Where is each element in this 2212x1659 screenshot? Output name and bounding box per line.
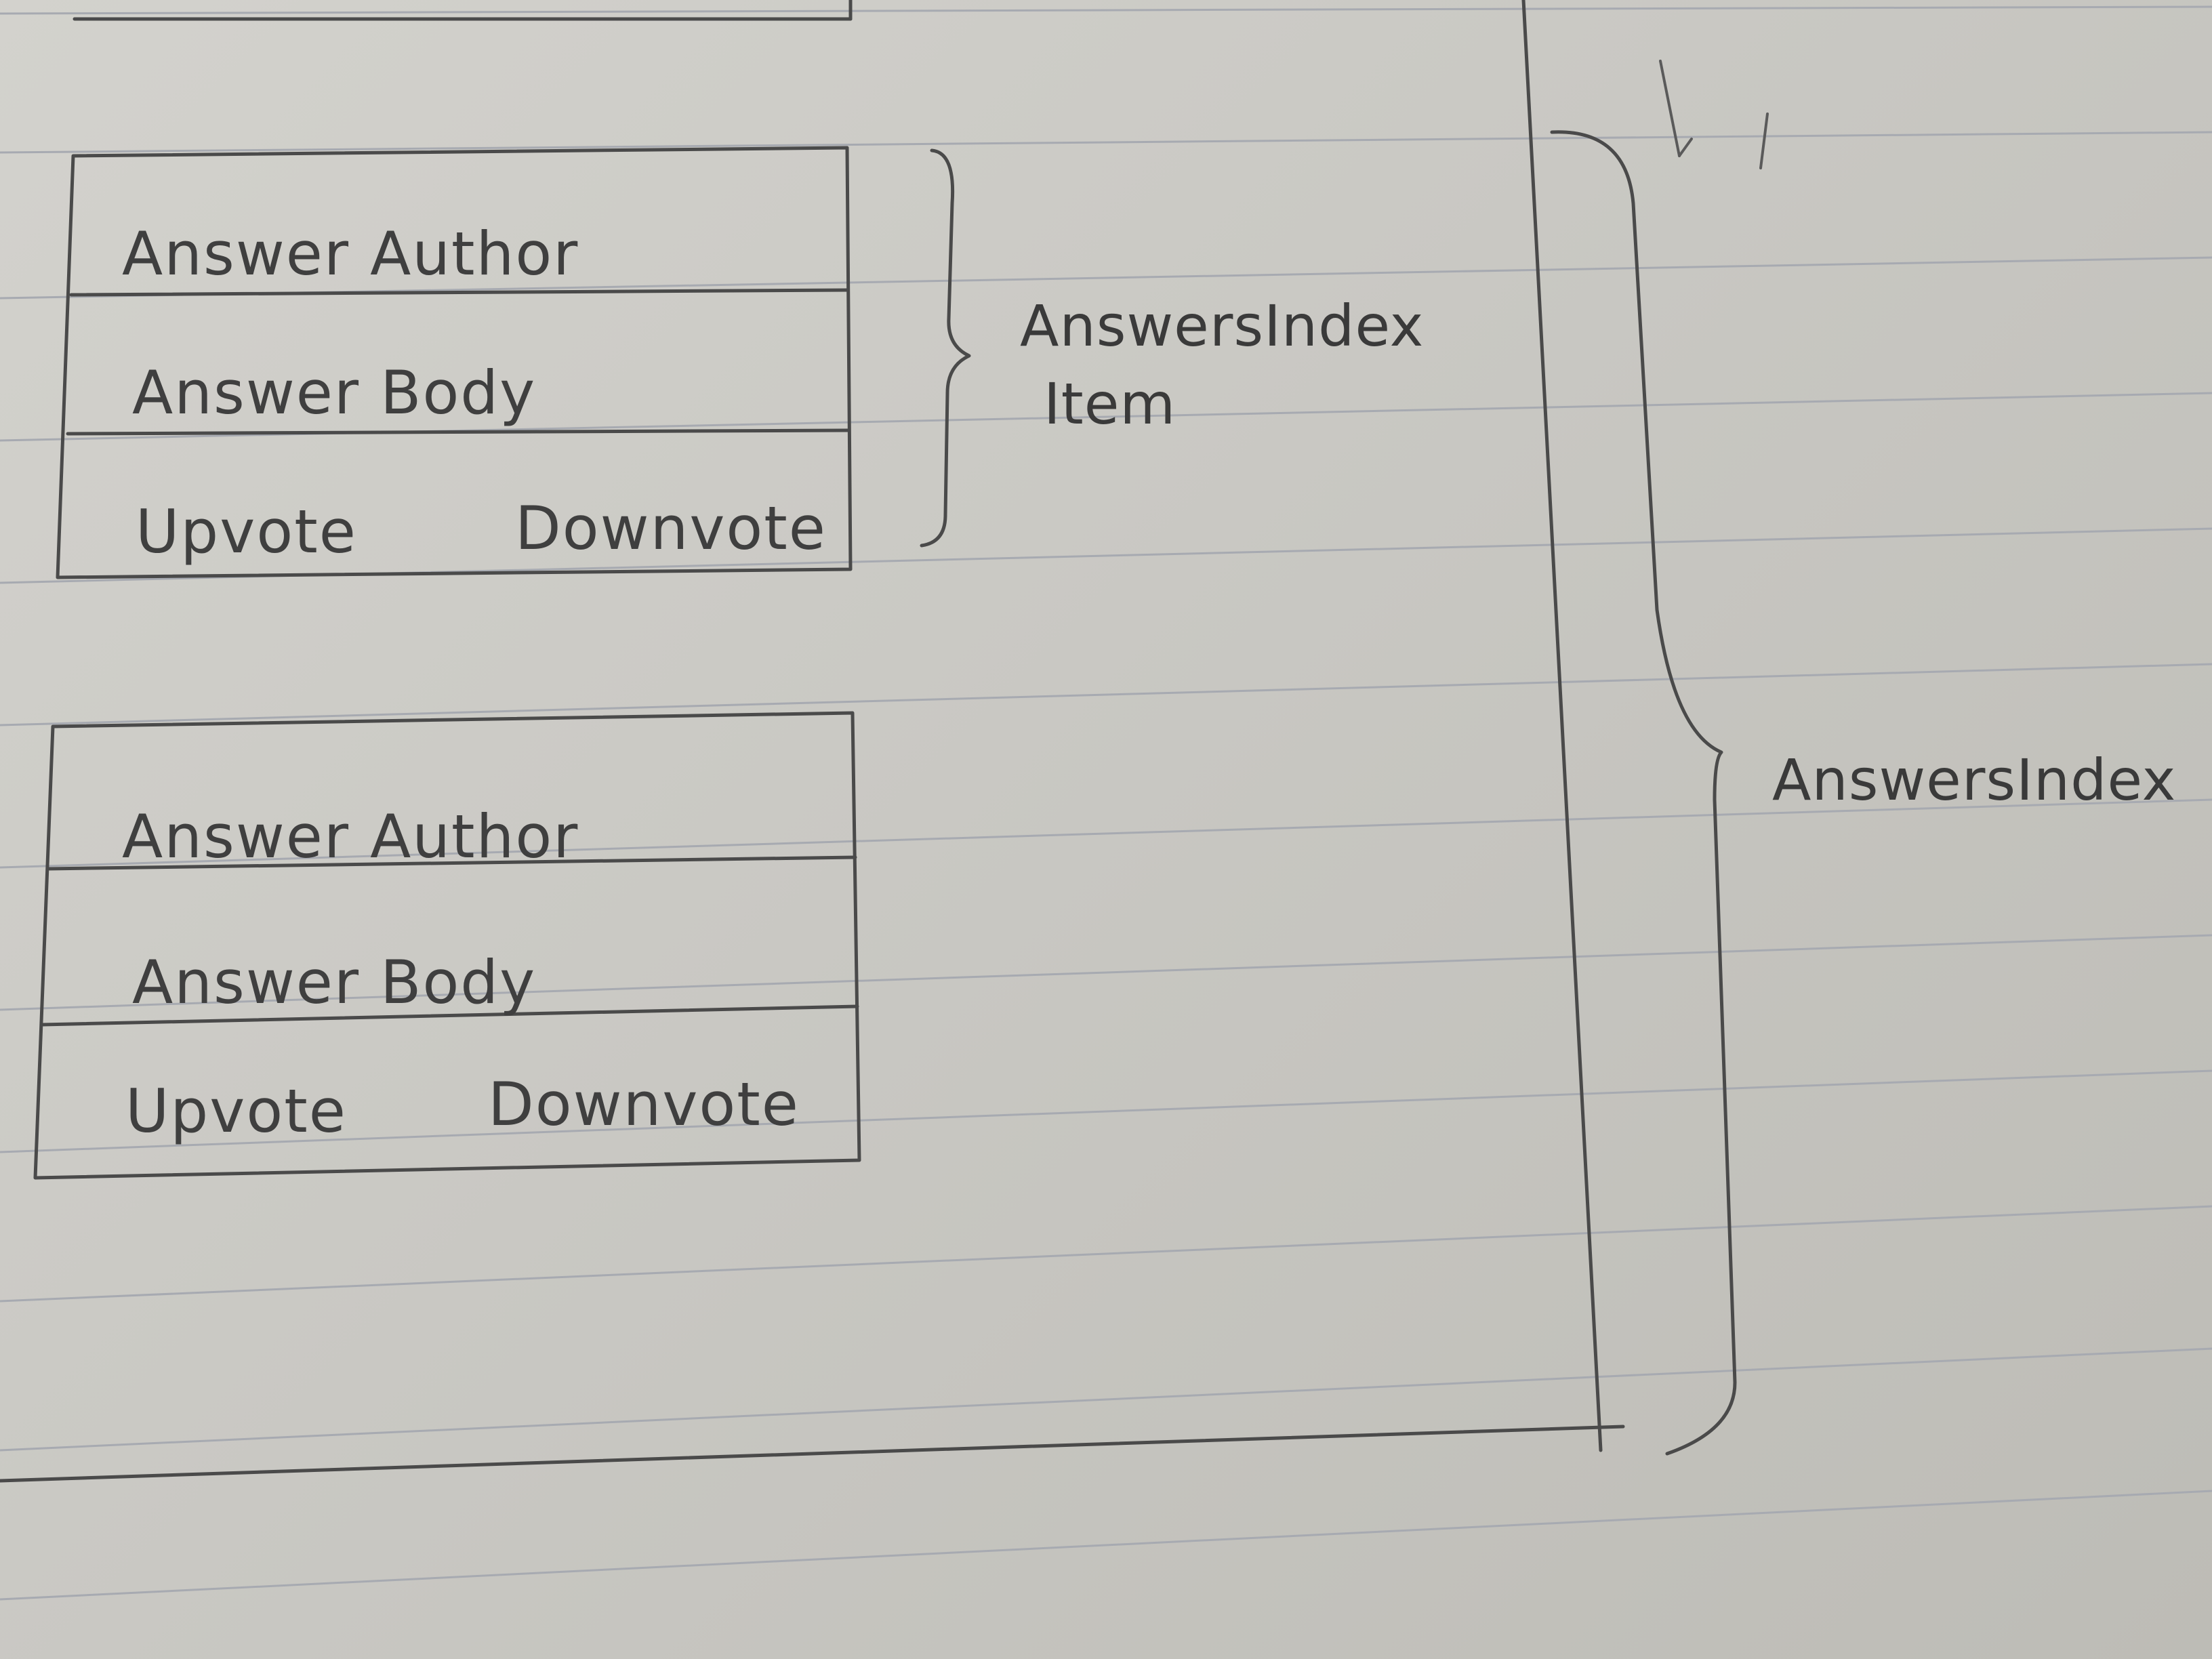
answer-item-box-2: [33, 711, 861, 1180]
answers-index-container: [0, 0, 1625, 1483]
answer-author-label-2: Answer Author: [122, 802, 579, 872]
item-curly-brace: [920, 148, 971, 548]
downvote-label-2: Downvote: [488, 1069, 800, 1139]
item-annotation-line1: AnswersIndex: [1020, 293, 1424, 359]
upvote-label-1: Upvote: [136, 497, 357, 567]
answer-author-label-1: Answer Author: [122, 219, 579, 289]
answer-body-label-1: Answer Body: [132, 358, 536, 428]
answer-body-label-2: Answer Body: [132, 947, 536, 1017]
downvote-label-1: Downvote: [515, 493, 827, 563]
index-annotation: AnswersIndex: [1772, 747, 2176, 813]
upvote-label-2: Upvote: [125, 1076, 347, 1146]
stray-pencil-marks: [1659, 60, 1769, 169]
item-annotation-line2: Item: [1044, 371, 1176, 437]
answer-item-box-1: [56, 146, 853, 579]
index-curly-brace: [1550, 130, 1737, 1456]
